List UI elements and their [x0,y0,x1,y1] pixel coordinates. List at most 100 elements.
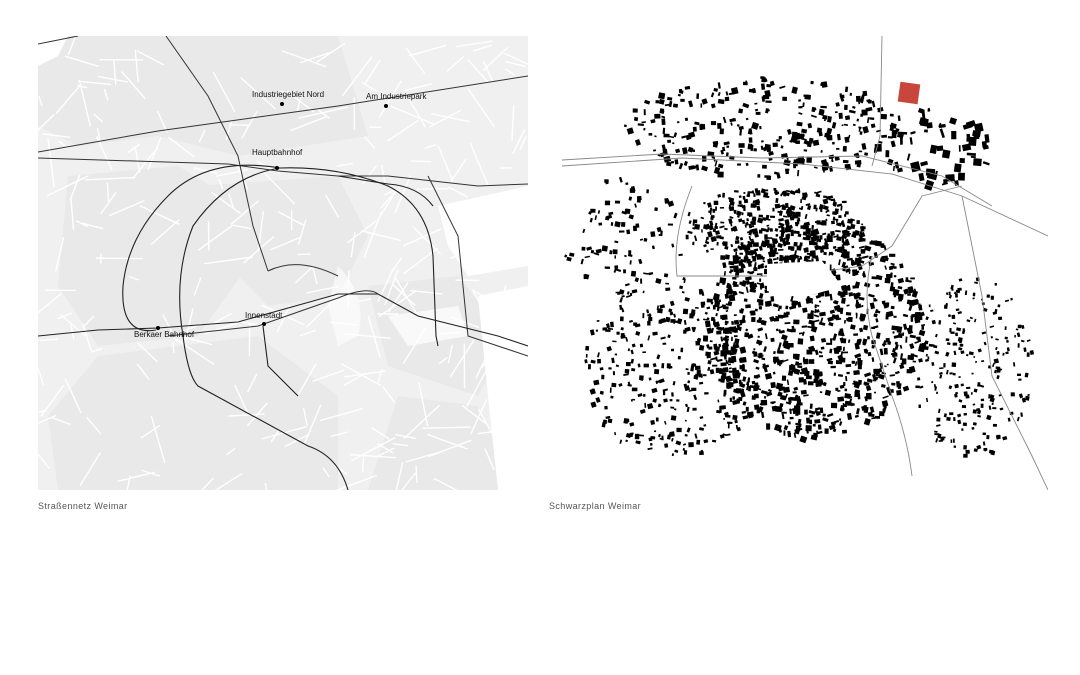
building [843,250,850,256]
building [742,401,747,406]
building [842,429,848,434]
building [744,332,750,338]
building [843,123,849,127]
minor-street [280,90,294,95]
building [733,248,738,252]
building [799,435,808,444]
building [900,135,903,145]
building [888,266,894,271]
building [779,255,783,259]
building [782,96,787,101]
building [819,311,826,317]
building [704,311,708,315]
building [848,292,854,297]
building [627,381,631,386]
minor-street [299,50,334,64]
building [717,194,722,198]
building [727,421,733,424]
building [604,200,611,206]
building [832,199,836,206]
building [835,230,841,233]
building [798,106,803,109]
building [856,262,860,266]
building [629,422,635,427]
minor-street [485,215,499,233]
building [738,143,745,148]
minor-street [497,349,521,362]
building [810,114,817,119]
building [741,388,745,392]
building [654,368,660,375]
building [624,283,630,287]
building [835,102,840,107]
building [707,202,712,208]
building [651,387,658,394]
building [874,391,876,394]
minor-street [109,200,145,217]
building [848,271,851,274]
building [734,338,740,345]
building [620,327,624,331]
building [773,317,780,322]
building [925,397,929,403]
building [730,243,734,248]
building [986,294,990,298]
building [720,255,726,260]
building [673,320,676,324]
building [664,443,669,448]
building [813,378,819,384]
building [722,279,725,285]
building [826,214,830,217]
building [789,205,796,211]
building [671,438,674,442]
building [781,153,788,159]
minor-street [140,424,161,439]
building [720,314,726,320]
building [921,342,926,346]
building [664,420,667,425]
minor-street [281,50,327,68]
building [816,190,822,194]
minor-street [503,227,526,264]
building [1023,347,1027,352]
minor-street [428,109,462,128]
building [738,381,743,385]
building [921,323,926,327]
building [808,345,815,350]
minor-street [478,337,509,371]
building [712,364,718,367]
minor-street [38,453,50,469]
minor-street [38,368,45,386]
building [948,291,951,296]
building [737,215,740,218]
minor-street [477,430,500,435]
building [631,343,636,348]
building [889,374,895,377]
building [614,255,617,259]
building [732,373,739,378]
building [764,175,771,178]
building [1024,372,1029,378]
building [788,342,794,348]
building [896,326,903,334]
building [856,253,862,257]
building [899,353,904,360]
building [777,306,781,312]
building [823,195,828,199]
building [998,316,1003,321]
minor-street [64,55,99,68]
building [709,220,714,226]
building [753,348,756,351]
building [620,332,625,338]
building [639,378,644,382]
building [831,220,835,225]
building [899,363,905,370]
building [1002,352,1005,356]
building [1029,350,1035,356]
building [802,236,806,241]
building [687,371,690,375]
minor-street [38,414,57,424]
building [734,419,738,424]
building [634,203,637,208]
building [688,442,694,448]
